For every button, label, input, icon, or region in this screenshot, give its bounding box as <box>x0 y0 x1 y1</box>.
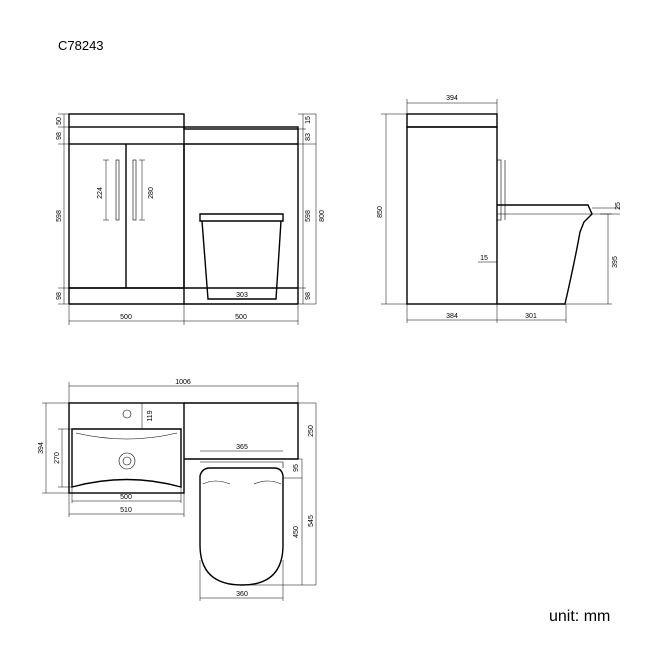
plan-tap-hole <box>122 409 132 419</box>
front-toilet-seat <box>199 213 284 222</box>
side-cabinet <box>406 126 498 305</box>
dim-plan-pan-360: 360 <box>236 591 248 598</box>
dim-pan-base: 303 <box>236 292 248 299</box>
front-basin-top <box>68 113 185 128</box>
dim-front-width-right: 500 <box>235 314 247 321</box>
dim-plan-basin-500: 500 <box>120 494 132 501</box>
dim-side-total-850: 850 <box>377 206 384 218</box>
unit-label: unit: mm <box>549 608 611 625</box>
plan-basin-bowl <box>71 428 182 488</box>
side-toilet-pan <box>497 204 593 305</box>
plan-basin-waste <box>118 452 136 470</box>
front-view: 224 280 303 50 98 598 98 15 83 598 98 8 <box>56 113 326 325</box>
dim-side-proj-301: 301 <box>525 313 537 320</box>
side-view: 394 850 15 395 25 384 301 <box>377 95 622 323</box>
dim-front-left-98a: 98 <box>56 132 63 140</box>
dim-front-left-50: 50 <box>56 117 63 125</box>
dim-plan-total-545: 545 <box>308 515 315 527</box>
dim-plan-basin-270: 270 <box>54 452 61 464</box>
dim-plan-seat-95: 95 <box>293 464 300 472</box>
side-basin-top <box>406 113 498 128</box>
product-code: C78243 <box>58 38 104 53</box>
dim-front-left-598: 598 <box>56 210 63 222</box>
dim-side-offset-15: 15 <box>480 255 488 262</box>
dim-front-total-800: 800 <box>319 210 326 222</box>
plan-toilet-unit <box>184 402 299 460</box>
plan-view: 119 365 1006 394 270 250 95 450 545 <box>38 379 317 601</box>
dim-plan-tap-119: 119 <box>147 410 154 421</box>
door-handle-right <box>132 159 137 221</box>
dim-side-top-width: 394 <box>446 95 458 102</box>
dim-handle-224: 224 <box>97 187 104 199</box>
dim-front-width-left: 500 <box>120 314 132 321</box>
dim-front-right-83: 83 <box>305 133 312 141</box>
dim-plan-pan-365: 365 <box>236 444 248 451</box>
plan-basin-top <box>68 402 185 494</box>
dim-plan-pan-450: 450 <box>293 526 300 538</box>
front-toilet-top <box>183 126 299 130</box>
side-handle <box>496 159 502 221</box>
dim-side-depth-384: 384 <box>446 313 458 320</box>
dim-front-right-98: 98 <box>305 292 312 300</box>
dim-plan-unit-510: 510 <box>120 507 132 514</box>
dim-plan-width-1006: 1006 <box>175 379 191 386</box>
dim-handle-280: 280 <box>148 187 155 199</box>
dim-front-right-15: 15 <box>305 116 312 124</box>
dim-side-angle-25: 25 <box>615 202 622 210</box>
dim-plan-depth-394: 394 <box>38 442 45 454</box>
dim-front-left-98b: 98 <box>56 292 63 300</box>
dim-front-right-598: 598 <box>305 210 312 222</box>
dim-side-pan-395: 395 <box>612 256 619 268</box>
door-handle-left <box>115 159 120 221</box>
dim-plan-250: 250 <box>308 425 315 437</box>
plan-toilet-pan <box>199 467 284 586</box>
